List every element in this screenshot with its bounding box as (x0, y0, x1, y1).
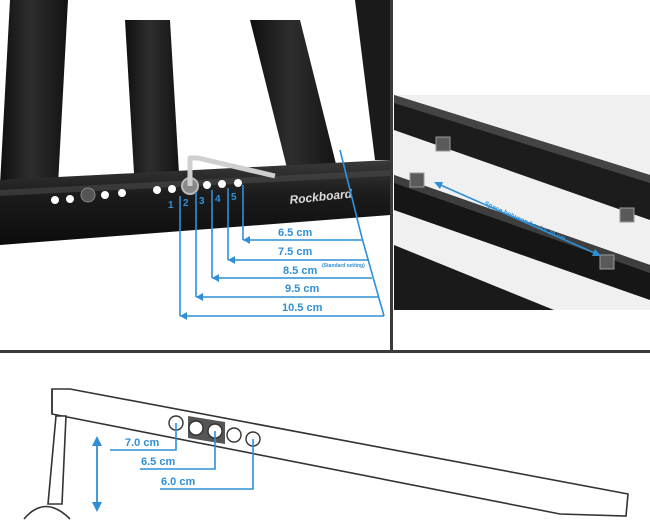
spacing-arrow (435, 182, 600, 256)
leg-foot (23, 505, 71, 520)
measurement-arrowheads (180, 236, 250, 320)
hook-icon (599, 254, 615, 270)
hole-number: 2 (183, 198, 189, 209)
measurement-lines (179, 149, 385, 317)
lower-bar (394, 245, 554, 310)
panel-divider-vertical (390, 0, 393, 352)
frame-rail (355, 0, 390, 160)
hole-number: 1 (168, 200, 174, 211)
side-view-panel: 7.0 cm 6.5 cm 6.0 cm (0, 354, 650, 531)
hook-icon (409, 172, 425, 188)
upper-bar (394, 95, 650, 220)
hook-icon (435, 136, 451, 152)
measurement-label: 6.5 cm (278, 227, 312, 239)
hooks-closeup-illustration: Space between hooks 20 cm (394, 95, 650, 310)
frame-rail (125, 20, 180, 190)
measurement-label: 10.5 cm (282, 302, 323, 314)
frame-rail (250, 20, 340, 180)
brand-logo: Rockboard (289, 186, 353, 207)
measurement-label: 6.0 cm (161, 476, 195, 488)
board-leg (47, 415, 67, 505)
angle-holes (168, 415, 261, 447)
side-view-diagram: 7.0 cm 6.5 cm 6.0 cm (23, 388, 629, 520)
measurement-label: 8.5 cm (283, 265, 317, 277)
measurement-label: 6.5 cm (141, 456, 175, 468)
measurement-label: 9.5 cm (285, 283, 319, 295)
hook-icon (619, 207, 635, 223)
hooks-closeup-panel: Space between hooks 20 cm (394, 95, 650, 310)
allen-key-icon (187, 155, 276, 186)
frame-rail (0, 0, 68, 185)
board-outline (51, 388, 629, 517)
measurement-lines (110, 423, 254, 490)
frame-closeup-illustration: Rockboard 1 2 3 4 5 (0, 0, 390, 350)
measurement-label: 7.0 cm (125, 437, 159, 449)
hole-number: 4 (215, 194, 221, 205)
panel-divider-horizontal (0, 350, 650, 353)
middle-bar (394, 175, 650, 300)
hole-number: 5 (231, 192, 237, 203)
frame-front-bar (0, 160, 390, 245)
hole-number: 3 (199, 196, 205, 207)
angle-holes (51, 177, 242, 204)
measurement-note: (Standard setting) (322, 263, 365, 269)
frame-closeup-panel: Rockboard 1 2 3 4 5 (0, 0, 390, 350)
measurement-label: 7.5 cm (278, 246, 312, 258)
